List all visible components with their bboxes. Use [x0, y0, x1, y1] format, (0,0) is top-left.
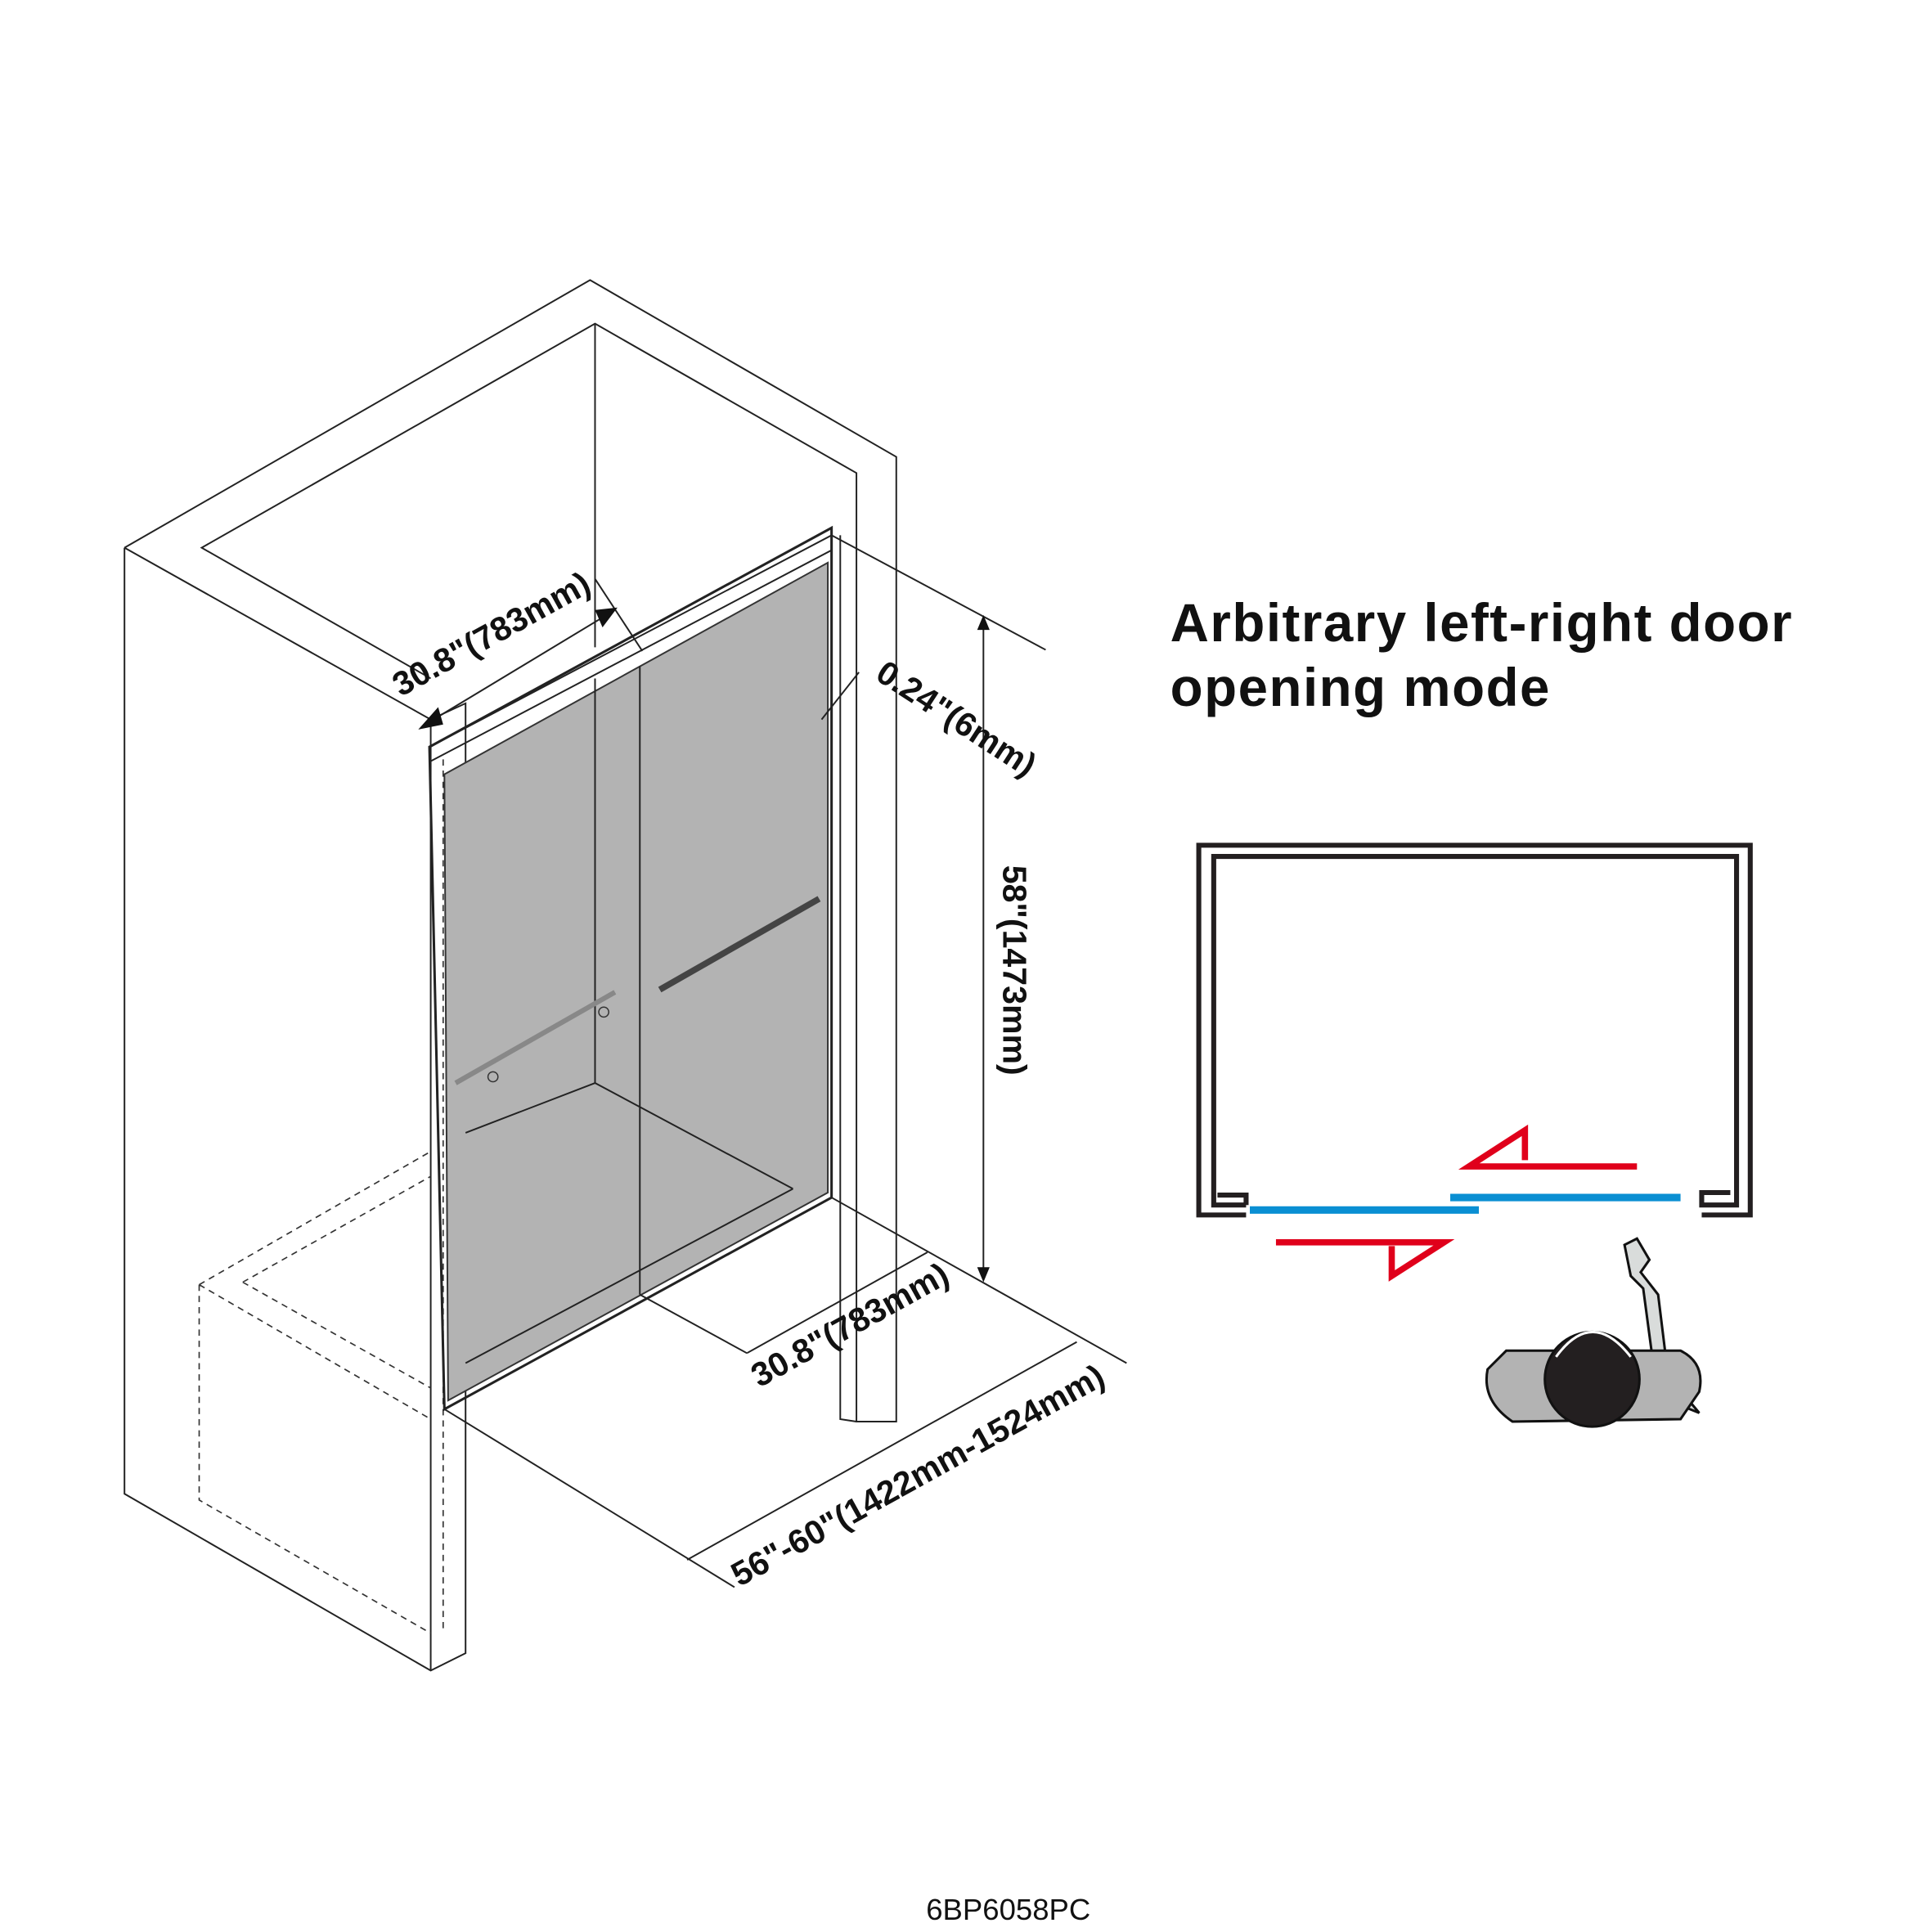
top-rail: [429, 534, 833, 763]
arrow-left-icon: [1458, 1124, 1638, 1170]
tub-inside: [465, 1082, 793, 1364]
towel-bar-back: [454, 990, 617, 1085]
arrow-right-icon: [1275, 1239, 1455, 1282]
model-code: 6BP6058PC: [926, 1893, 1090, 1926]
enclosure-return: [1217, 1192, 1249, 1206]
dim-lines: [422, 534, 1127, 1588]
plan-view: [1196, 842, 1753, 1428]
dim-height: 58"(1473mm): [996, 865, 1034, 1076]
right-jamb: [839, 535, 857, 1422]
dim-door-width-top: 30.8"(783mm): [386, 564, 596, 703]
towel-bar-front: [658, 896, 821, 993]
panel-divider: [594, 666, 793, 1295]
knob-icon: [487, 1071, 499, 1083]
arrow-icon: [595, 607, 618, 628]
dim-door-width-bottom: 30.8"(783mm): [744, 1255, 955, 1394]
arrow-icon: [977, 614, 990, 631]
title-line-2: opening mode: [1170, 658, 1551, 717]
enclosure-inner: [1211, 854, 1740, 1208]
tub-outline: [198, 759, 444, 1634]
person-icon: [1485, 1237, 1702, 1428]
arrow-icon: [418, 707, 443, 730]
title-line-1: Arbitrary left-right door: [1170, 593, 1794, 653]
isometric-shower-drawing: 30.8"(783mm) 0.24"(6mm) 58"(1473mm) 30.8…: [124, 279, 1127, 1672]
knob-icon: [598, 1006, 609, 1018]
glass-panel: [443, 561, 829, 1402]
arrow-icon: [977, 1267, 990, 1283]
dim-overall-width: 56"-60"(1422mm-1524mm): [725, 1357, 1111, 1593]
left-wall: [124, 546, 467, 1672]
enclosure-outer: [1196, 842, 1753, 1218]
